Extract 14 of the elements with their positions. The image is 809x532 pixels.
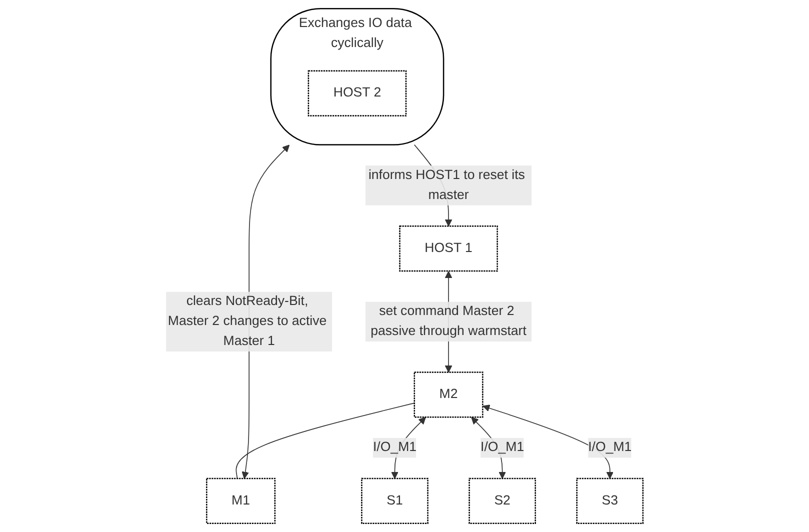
node-box: S2 — [468, 478, 536, 524]
node-box: HOST 2 — [308, 70, 407, 116]
edge-label: I/O_M1 — [588, 440, 632, 454]
node-box: M2 — [414, 372, 484, 418]
edge-label: informs HOST1 to reset its master — [368, 168, 525, 202]
edge-label: set command Master 2 passive through warmstart — [370, 304, 526, 338]
edge-label: clears NotReady-Bit, Master 2 changes to active Master 1 — [168, 294, 327, 348]
node-box: S3 — [576, 478, 644, 524]
edge-label: I/O_M1 — [480, 440, 524, 454]
connector — [236, 402, 415, 479]
edge-label: I/O_M1 — [372, 440, 417, 454]
node-box: S1 — [361, 478, 428, 524]
node-box: HOST 1 — [399, 226, 498, 272]
node-box: M1 — [206, 478, 276, 524]
